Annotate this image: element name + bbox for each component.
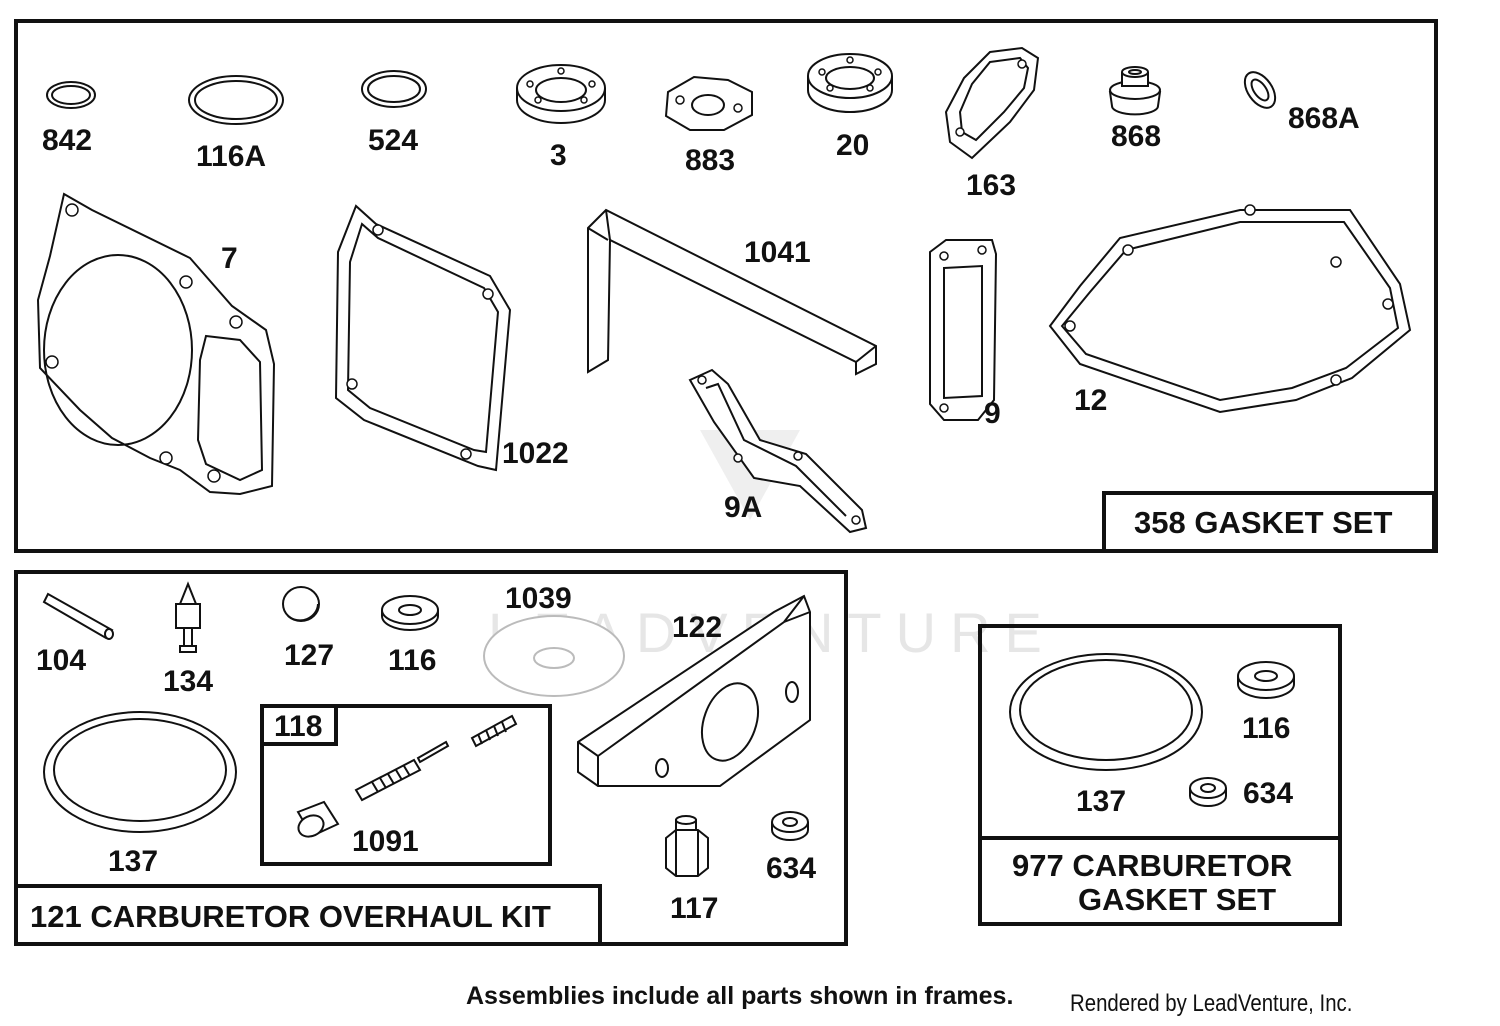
label-868: 868 <box>1111 120 1161 153</box>
footer-credit: Rendered by LeadVenture, Inc. <box>1070 990 1353 1017</box>
label-634b: 634 <box>1243 777 1293 810</box>
label-117: 117 <box>670 892 718 925</box>
subframe-118-title: 118 <box>274 710 322 743</box>
part-1041-bracket[interactable] <box>587 208 877 376</box>
carb-gasket-set-frame: 977 CARBURETOR GASKET SET <box>978 624 1342 926</box>
label-127: 127 <box>284 639 334 672</box>
label-1039: 1039 <box>505 582 572 615</box>
part-868a-washer[interactable] <box>1239 67 1282 114</box>
label-868a: 868A <box>1288 102 1360 135</box>
part-868-valve-seal[interactable] <box>1108 66 1162 116</box>
part-134-inlet-needle[interactable] <box>175 581 201 653</box>
label-116b: 116 <box>1242 712 1290 745</box>
label-137b: 137 <box>1076 785 1126 818</box>
label-1041: 1041 <box>744 236 811 269</box>
part-3-oil-seal[interactable] <box>516 64 606 124</box>
part-1091-mixture-screw[interactable] <box>295 714 518 841</box>
part-9-gasket[interactable] <box>929 239 998 421</box>
part-7-head-gasket[interactable] <box>36 192 276 496</box>
label-104: 104 <box>36 644 86 677</box>
part-116-washer[interactable] <box>381 595 439 631</box>
label-1022: 1022 <box>502 437 569 470</box>
overhaul-kit-frame: 121 CARBURETOR OVERHAUL KIT <box>14 570 848 946</box>
part-634b-washer[interactable] <box>1189 777 1227 807</box>
part-9a-gasket[interactable] <box>688 368 868 534</box>
part-117-bowl-nut[interactable] <box>665 815 709 877</box>
part-842-seal[interactable] <box>46 81 96 109</box>
carb-gasket-set-title-1: 977 CARBURETOR <box>1012 848 1292 883</box>
label-3: 3 <box>550 139 567 172</box>
label-20: 20 <box>836 129 869 162</box>
part-163-gasket[interactable] <box>944 46 1040 160</box>
label-9: 9 <box>984 397 1001 430</box>
label-1091: 1091 <box>352 825 419 858</box>
overhaul-kit-title: 121 CARBURETOR OVERHAUL KIT <box>30 899 551 934</box>
part-127-welch-plug[interactable] <box>282 586 320 622</box>
part-116a-oring[interactable] <box>188 75 284 125</box>
footer-note: Assemblies include all parts shown in fr… <box>466 982 1014 1010</box>
part-1022-gasket[interactable] <box>334 204 512 472</box>
label-634: 634 <box>766 852 816 885</box>
label-163: 163 <box>966 169 1016 202</box>
label-137: 137 <box>108 845 158 878</box>
part-12-crankcase-gasket[interactable] <box>1048 204 1412 414</box>
subframe-118: 118 <box>260 704 552 866</box>
label-842: 842 <box>42 124 92 157</box>
label-524: 524 <box>368 124 418 157</box>
part-1039-disc[interactable] <box>483 615 625 697</box>
part-634-washer[interactable] <box>771 811 809 841</box>
gasket-set-frame: 358 GASKET SET <box>14 19 1438 553</box>
label-116a: 116A <box>196 140 266 173</box>
part-20-oil-seal[interactable] <box>807 53 893 113</box>
gasket-set-title: 358 GASKET SET <box>1134 505 1392 540</box>
part-137b-gasket-ring[interactable] <box>1009 653 1203 771</box>
carb-gasket-set-title-2: GASKET SET <box>1078 882 1276 917</box>
part-122-spacer[interactable] <box>577 594 811 787</box>
label-116: 116 <box>388 644 436 677</box>
part-883-gasket[interactable] <box>664 75 753 131</box>
label-7: 7 <box>221 242 238 275</box>
part-137-gasket-ring[interactable] <box>43 711 237 833</box>
part-524-oring[interactable] <box>361 70 427 108</box>
label-883: 883 <box>685 144 735 177</box>
part-104-pin[interactable] <box>42 592 114 640</box>
label-9a: 9A <box>724 491 762 524</box>
label-122: 122 <box>672 611 722 644</box>
part-116b-washer[interactable] <box>1237 661 1295 699</box>
label-134: 134 <box>163 665 213 698</box>
label-12: 12 <box>1074 384 1107 417</box>
